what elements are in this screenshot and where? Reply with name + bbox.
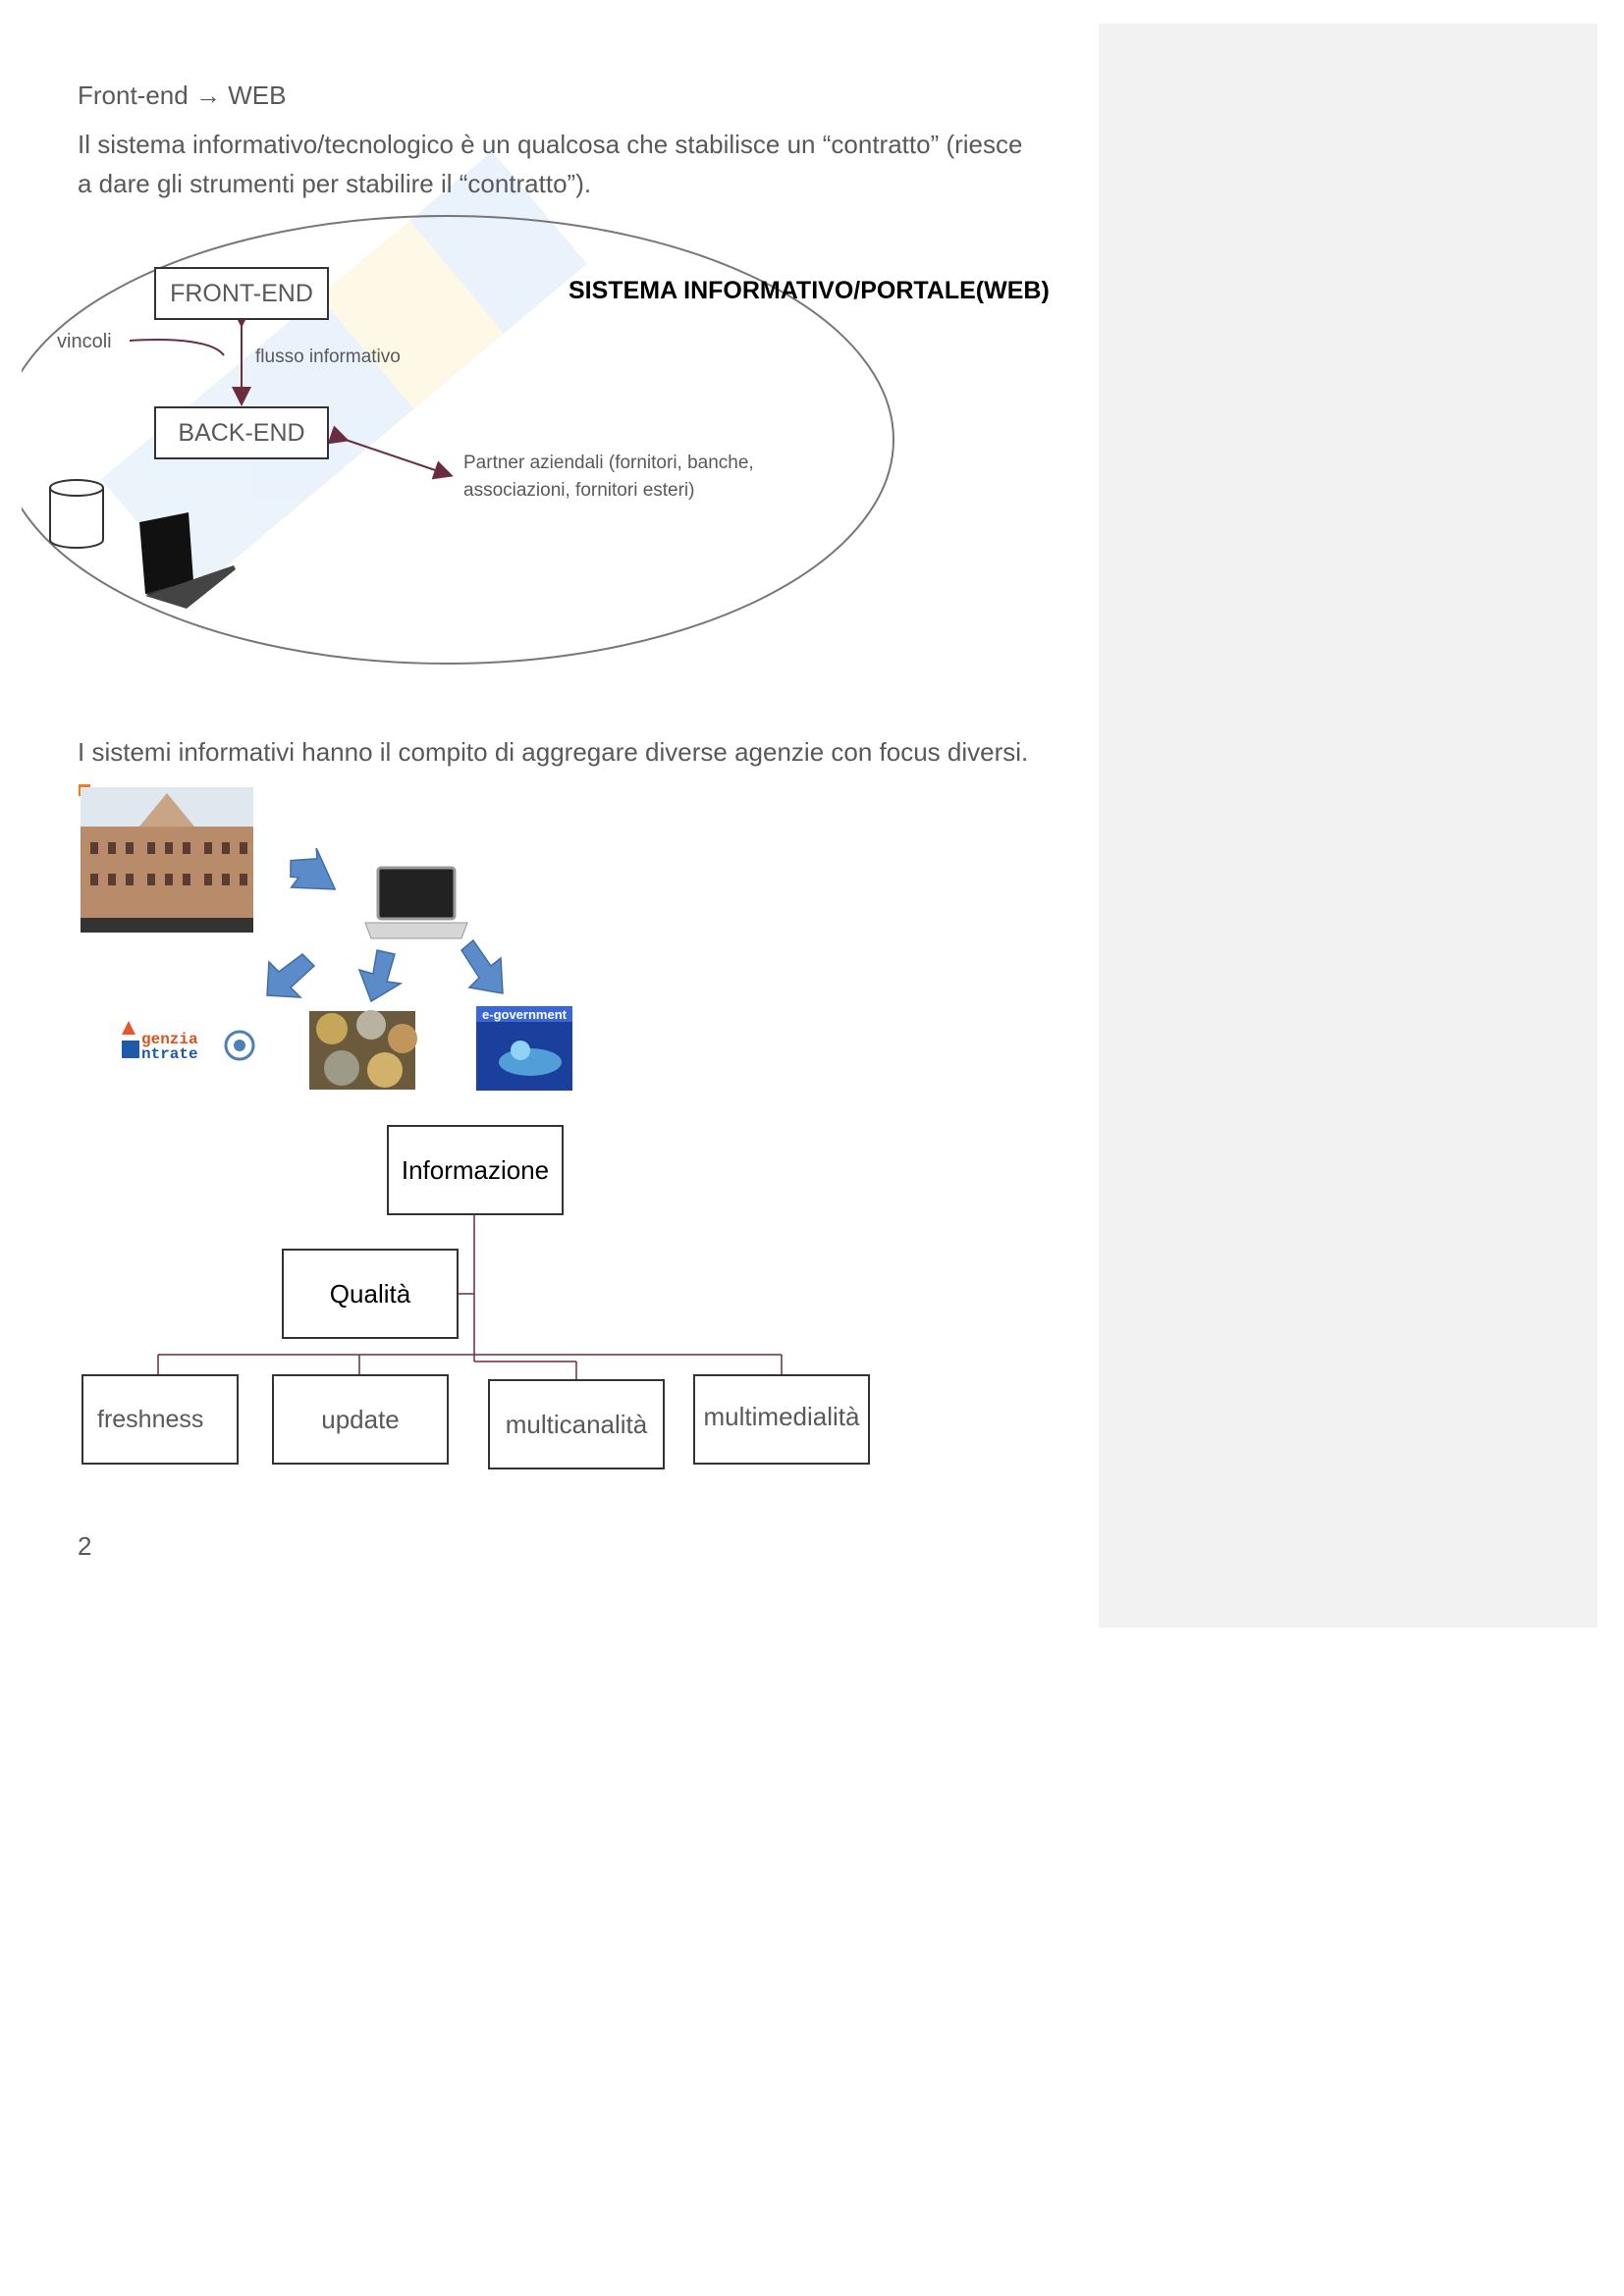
- quality-box: Qualità: [282, 1249, 459, 1339]
- page-number: 2: [78, 1527, 91, 1566]
- multicanalita-box: multicanalità: [488, 1379, 665, 1469]
- multimedialita-box: multimedialità: [693, 1374, 870, 1465]
- info-root-box: Informazione: [387, 1125, 564, 1215]
- update-box: update: [272, 1374, 449, 1465]
- freshness-box: freshness: [81, 1374, 239, 1465]
